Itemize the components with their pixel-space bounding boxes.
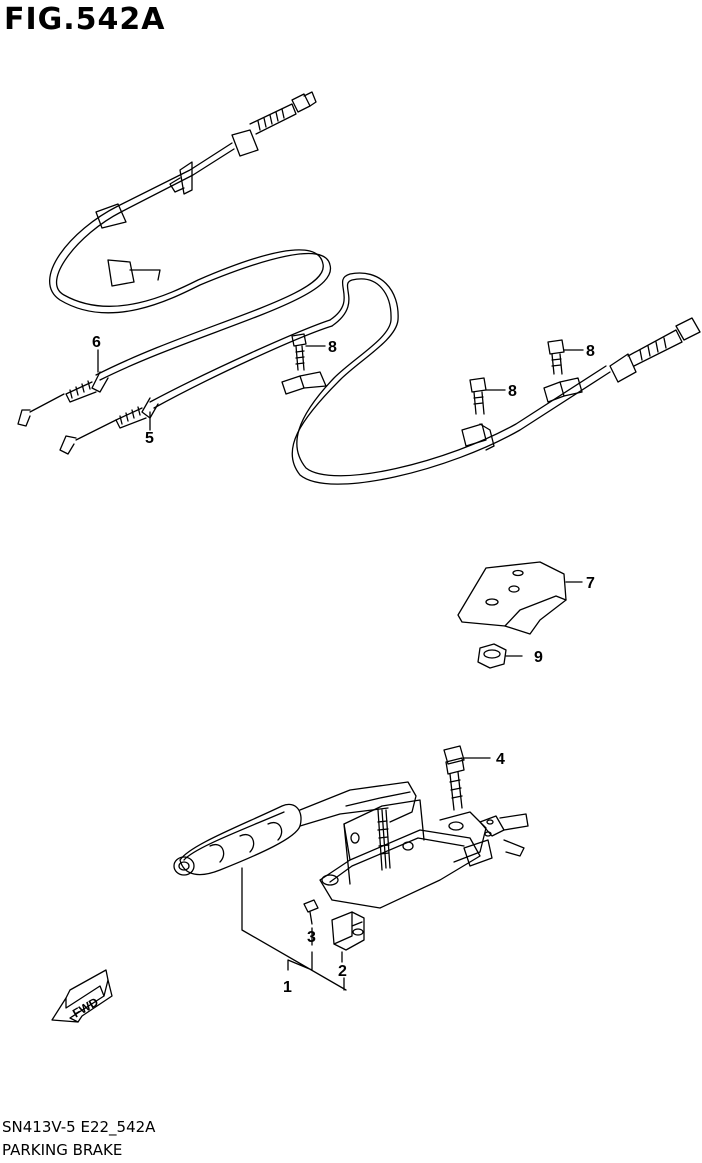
- bolt-4: [443, 745, 491, 811]
- callout-5: 5: [145, 430, 154, 447]
- callout-1: 1: [283, 979, 292, 996]
- figure-name: PARKING BRAKE: [2, 1141, 123, 1159]
- callout-2: 2: [338, 963, 347, 980]
- nut-9: [477, 643, 523, 669]
- cover-plate: [457, 561, 583, 635]
- figure-code: SN413V-5 E22_542A: [2, 1118, 156, 1136]
- screw-3: [303, 899, 319, 946]
- figure-title: FIG.542A: [4, 2, 166, 37]
- callout-8-middle: 8: [508, 383, 517, 400]
- rear-cable-right: [17, 91, 331, 427]
- callout-7: 7: [586, 575, 595, 592]
- bolt-8-left: [291, 333, 307, 371]
- switch-2: [331, 911, 365, 963]
- callout-3: 3: [307, 929, 316, 946]
- fwd-arrow-icon: [51, 969, 113, 1023]
- callout-9: 9: [534, 649, 543, 666]
- bolt-8-middle: [469, 377, 487, 415]
- callout-6: 6: [92, 334, 101, 351]
- callout-4: 4: [496, 751, 505, 768]
- callout-8-right: 8: [586, 343, 595, 360]
- callout-8-left: 8: [328, 339, 337, 356]
- rear-cable-left: [59, 272, 701, 485]
- bolt-8-right: [547, 339, 565, 375]
- parking-brake-lever: [173, 781, 529, 909]
